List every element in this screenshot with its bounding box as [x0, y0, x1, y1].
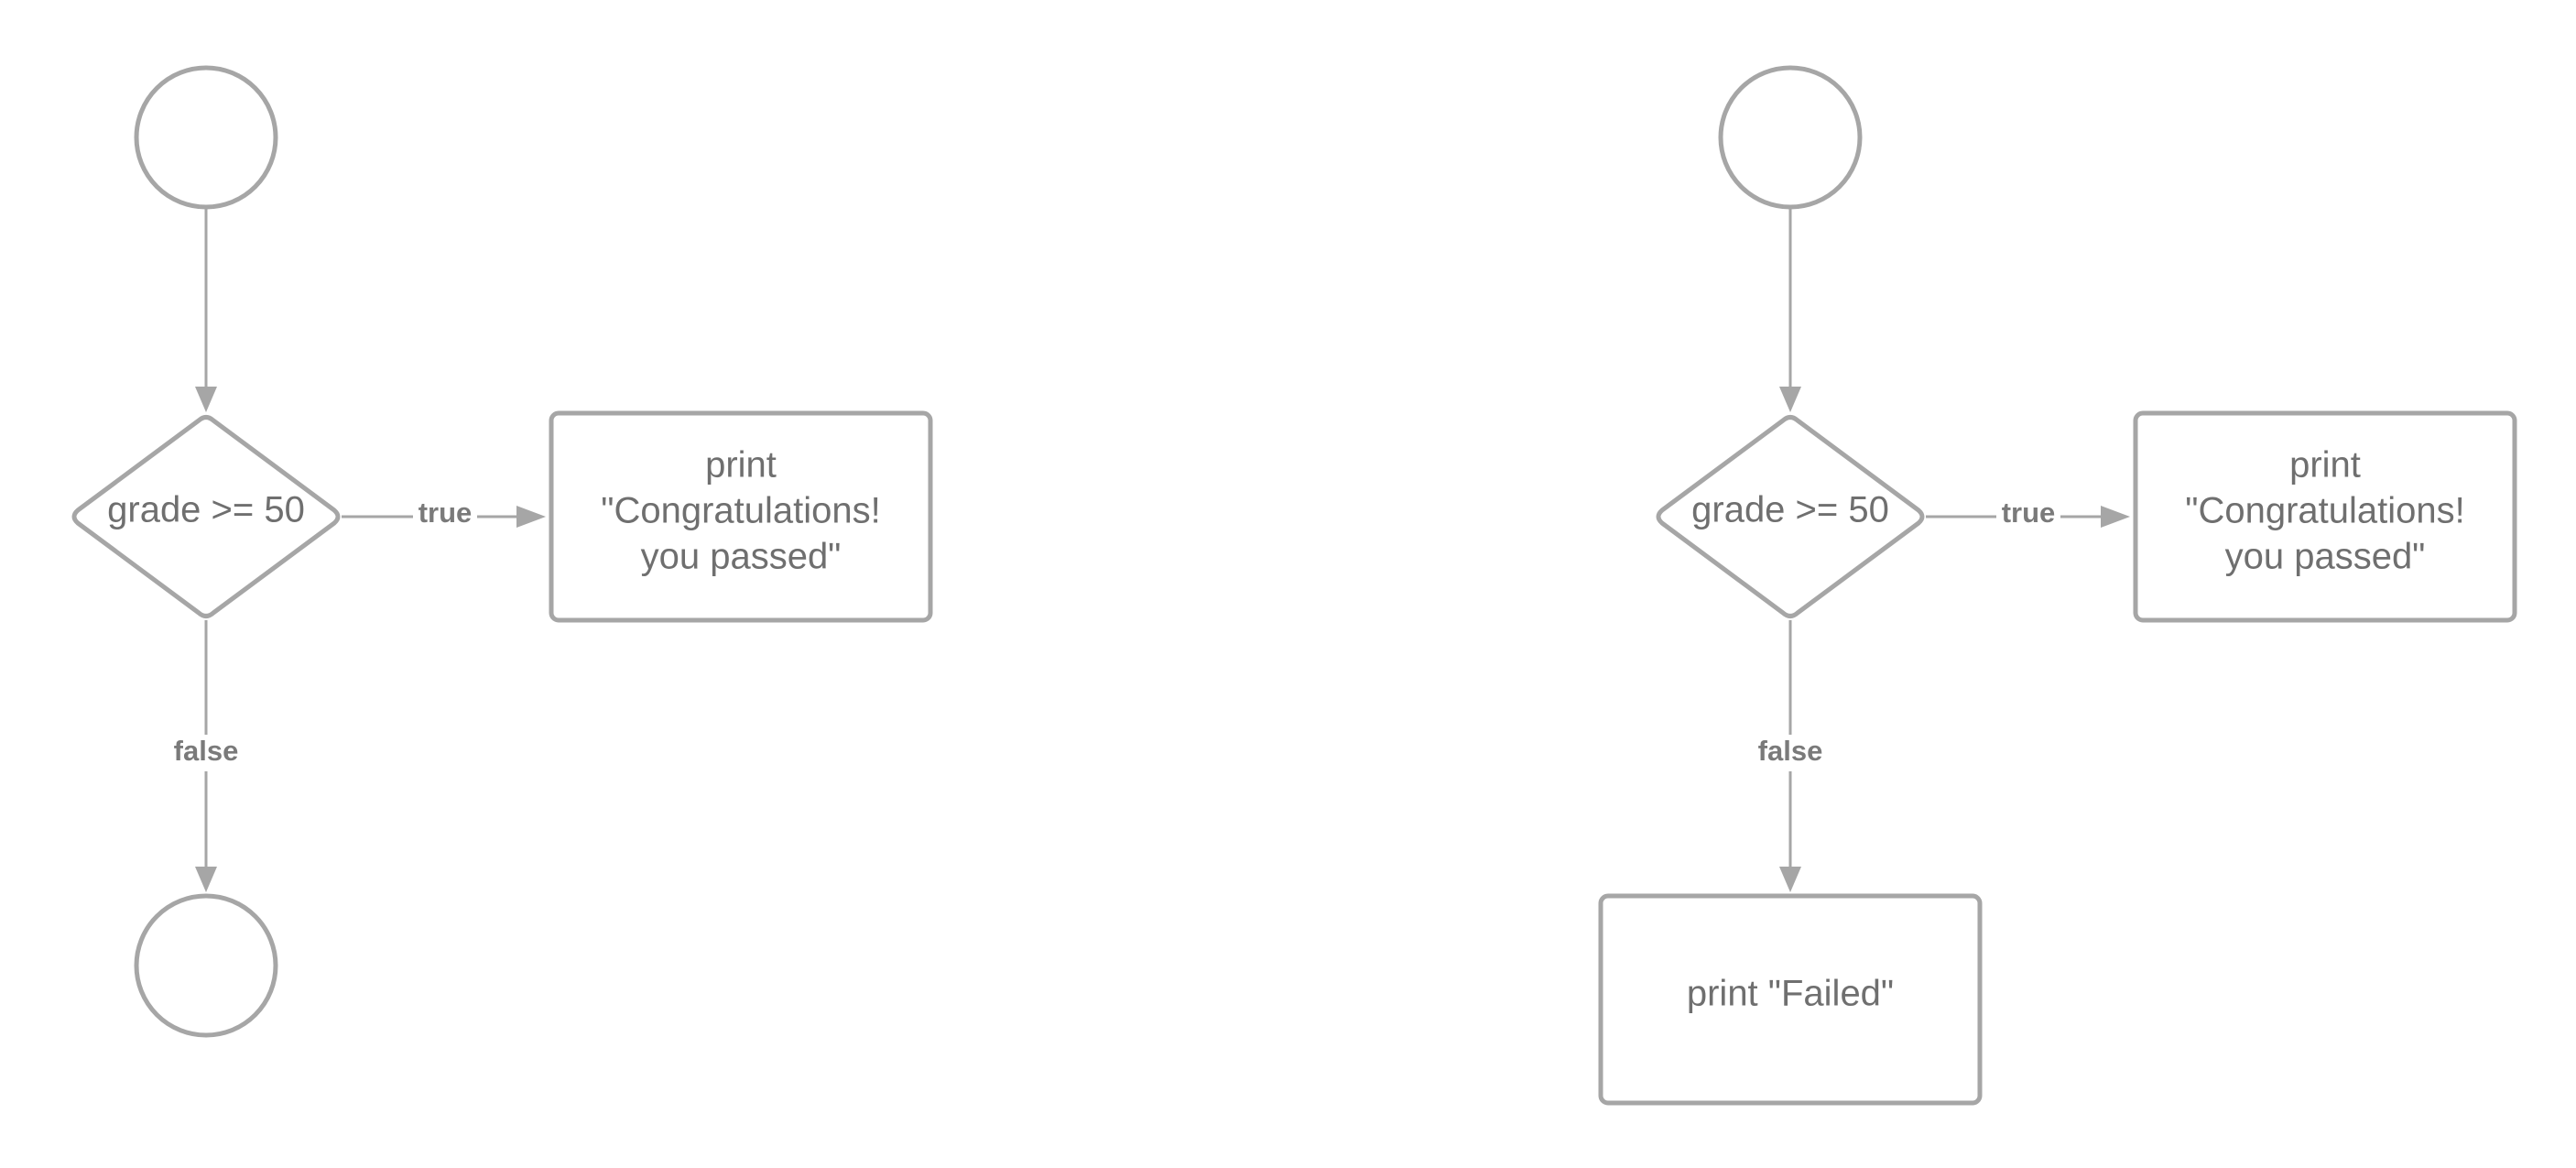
fc2-true-label-bg	[1996, 498, 2060, 533]
fc1-arrowhead-decision	[195, 387, 217, 412]
fc1-true-label: true	[418, 497, 473, 529]
fc2-decision-diamond	[1656, 415, 1925, 618]
fc2-true-action-line-1: print	[2289, 445, 2361, 486]
fc2-decision-node[interactable]: grade >= 50	[1656, 415, 1925, 618]
fc1-false-label-bg	[165, 735, 247, 771]
fc1-true-action-line-1: print	[705, 445, 777, 486]
fc1-true-action-line-2: "Congratulations!	[601, 491, 881, 531]
fc2-true-action-line-2: "Congratulations!	[2185, 491, 2465, 531]
fc1-true-action-line-3: you passed"	[641, 537, 842, 577]
fc2-false-action-line-1: print "Failed"	[1687, 974, 1894, 1014]
fc2-true-action-rect	[2133, 410, 2517, 623]
fc2-true-action-box[interactable]: print "Congratulations! you passed"	[2133, 410, 2517, 623]
fc1-decision-diamond	[71, 415, 341, 618]
fc1-true-action-rect	[549, 410, 933, 623]
flowchart-1: grade >= 50 true false print "Congratula…	[71, 65, 933, 1038]
flowchart-2: grade >= 50 true false print "Congratula…	[1598, 65, 2517, 1106]
fc2-arrowhead-false	[1779, 867, 1801, 892]
fc1-false-label: false	[174, 735, 239, 767]
fc1-decision-node[interactable]: grade >= 50	[71, 415, 341, 618]
fc1-arrowhead-true	[516, 506, 546, 528]
fc2-decision-text: grade >= 50	[1691, 490, 1889, 530]
fc1-end-node[interactable]	[134, 893, 278, 1038]
fc1-true-action-box[interactable]: print "Congratulations! you passed"	[549, 410, 933, 623]
fc1-true-label-bg	[413, 498, 477, 533]
fc2-true-action-line-3: you passed"	[2225, 537, 2426, 577]
fc2-false-action-rect	[1598, 893, 1983, 1106]
fc2-true-label: true	[2002, 497, 2056, 529]
fc1-arrowhead-false	[195, 867, 217, 892]
fc1-start-node[interactable]	[134, 65, 278, 210]
fc2-arrowhead-decision	[1779, 387, 1801, 412]
fc2-arrowhead-true	[2101, 506, 2130, 528]
fc2-start-node[interactable]	[1718, 65, 1863, 210]
fc2-false-action-box[interactable]: print "Failed"	[1598, 893, 1983, 1106]
fc1-decision-text: grade >= 50	[107, 490, 305, 530]
fc2-false-label-bg	[1749, 735, 1831, 771]
fc2-false-label: false	[1758, 735, 1823, 767]
